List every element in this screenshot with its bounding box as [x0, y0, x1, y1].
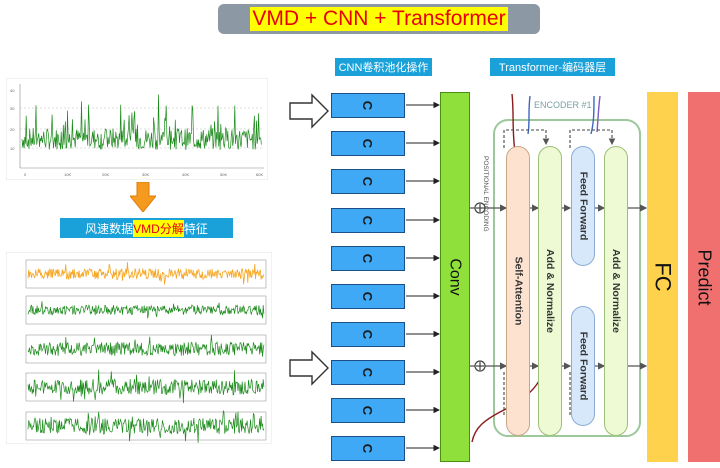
title-banner: VMD + CNN + Transformer	[218, 4, 540, 34]
cnn-caption: CNN卷积池化操作	[335, 58, 432, 76]
svg-text:10: 10	[10, 146, 15, 151]
imf-3-line	[27, 334, 265, 357]
cnn-block: C	[331, 398, 405, 423]
page-title: VMD + CNN + Transformer	[250, 7, 508, 31]
positional-encoding-label: POSITIONAL ENCODING	[482, 156, 489, 232]
vmd-caption-before: 风速数据	[85, 221, 134, 236]
fc-label: FC	[650, 262, 676, 292]
raw-wind-speed-plot: 40 30 20 10 0 10K 20K 30K 40K 50K 60K	[5, 77, 269, 181]
cnn-block: C	[331, 322, 405, 347]
cnn-block: C	[331, 169, 405, 194]
feed-forward-block-1: Feed Forward	[571, 146, 595, 266]
cnn-block: C	[331, 436, 405, 461]
vmd-imf-plots	[5, 251, 273, 445]
cnn-block: C	[331, 208, 405, 233]
fc-layer: FC	[647, 92, 678, 462]
predict-layer: Predict	[688, 92, 720, 462]
raw-wind-speed-chart: 40 30 20 10 0 10K 20K 30K 40K 50K 60K	[5, 77, 269, 181]
svg-text:60K: 60K	[256, 172, 263, 177]
cnn-block: C	[331, 246, 405, 271]
self-attention-block: Self-Attention	[506, 146, 530, 436]
imf-1-line	[27, 262, 265, 285]
svg-text:40K: 40K	[182, 172, 189, 177]
conv-label: Conv	[447, 258, 465, 296]
svg-text:10K: 10K	[64, 172, 71, 177]
svg-text:0: 0	[24, 172, 27, 177]
cnn-to-conv-arrows	[406, 101, 441, 452]
add-normalize-block-1: Add & Normalize	[538, 146, 562, 436]
transformer-caption-text: Transformer-编码器层	[498, 62, 607, 74]
cnn-block: C	[331, 93, 405, 118]
imf-5-line	[27, 409, 265, 443]
cnn-caption-text: CNN卷积池化操作	[338, 62, 429, 74]
svg-text:50K: 50K	[220, 172, 227, 177]
encoder-title: ENCODER #1	[534, 100, 592, 110]
cnn-block: C	[331, 284, 405, 309]
cnn-block: C	[331, 131, 405, 156]
encoder-diagram: ENCODER #1 POSITIONAL ENCODING	[470, 93, 648, 443]
self-attention-label: Self-Attention	[512, 256, 525, 326]
feed-forward-label-2: Feed Forward	[577, 331, 590, 401]
predict-label: Predict	[694, 248, 715, 306]
svg-text:30: 30	[10, 106, 15, 111]
vmd-caption-after: 特征	[183, 221, 208, 236]
arrow-down-icon	[130, 182, 156, 212]
svg-text:30K: 30K	[142, 172, 149, 177]
svg-text:20: 20	[10, 127, 15, 132]
conv-layer: Conv	[440, 92, 470, 462]
feed-forward-label-1: Feed Forward	[577, 171, 590, 241]
raw-signal-line	[21, 94, 262, 151]
imf-4-line	[27, 369, 265, 404]
feed-forward-block-2: Feed Forward	[571, 306, 595, 426]
imf-2-line	[27, 301, 265, 319]
svg-text:40: 40	[10, 88, 15, 93]
vmd-imf-charts	[5, 251, 273, 445]
add-normalize-label-2: Add & Normalize	[610, 248, 623, 334]
cnn-block: C	[331, 360, 405, 385]
vmd-caption-highlight: VMD分解	[133, 219, 184, 237]
svg-text:20K: 20K	[102, 172, 109, 177]
input-arrow-icon-top	[289, 93, 329, 129]
transformer-caption: Transformer-编码器层	[490, 58, 615, 76]
add-normalize-block-2: Add & Normalize	[604, 146, 628, 436]
input-arrow-icon-bottom	[289, 350, 329, 386]
add-normalize-label-1: Add & Normalize	[544, 248, 557, 334]
